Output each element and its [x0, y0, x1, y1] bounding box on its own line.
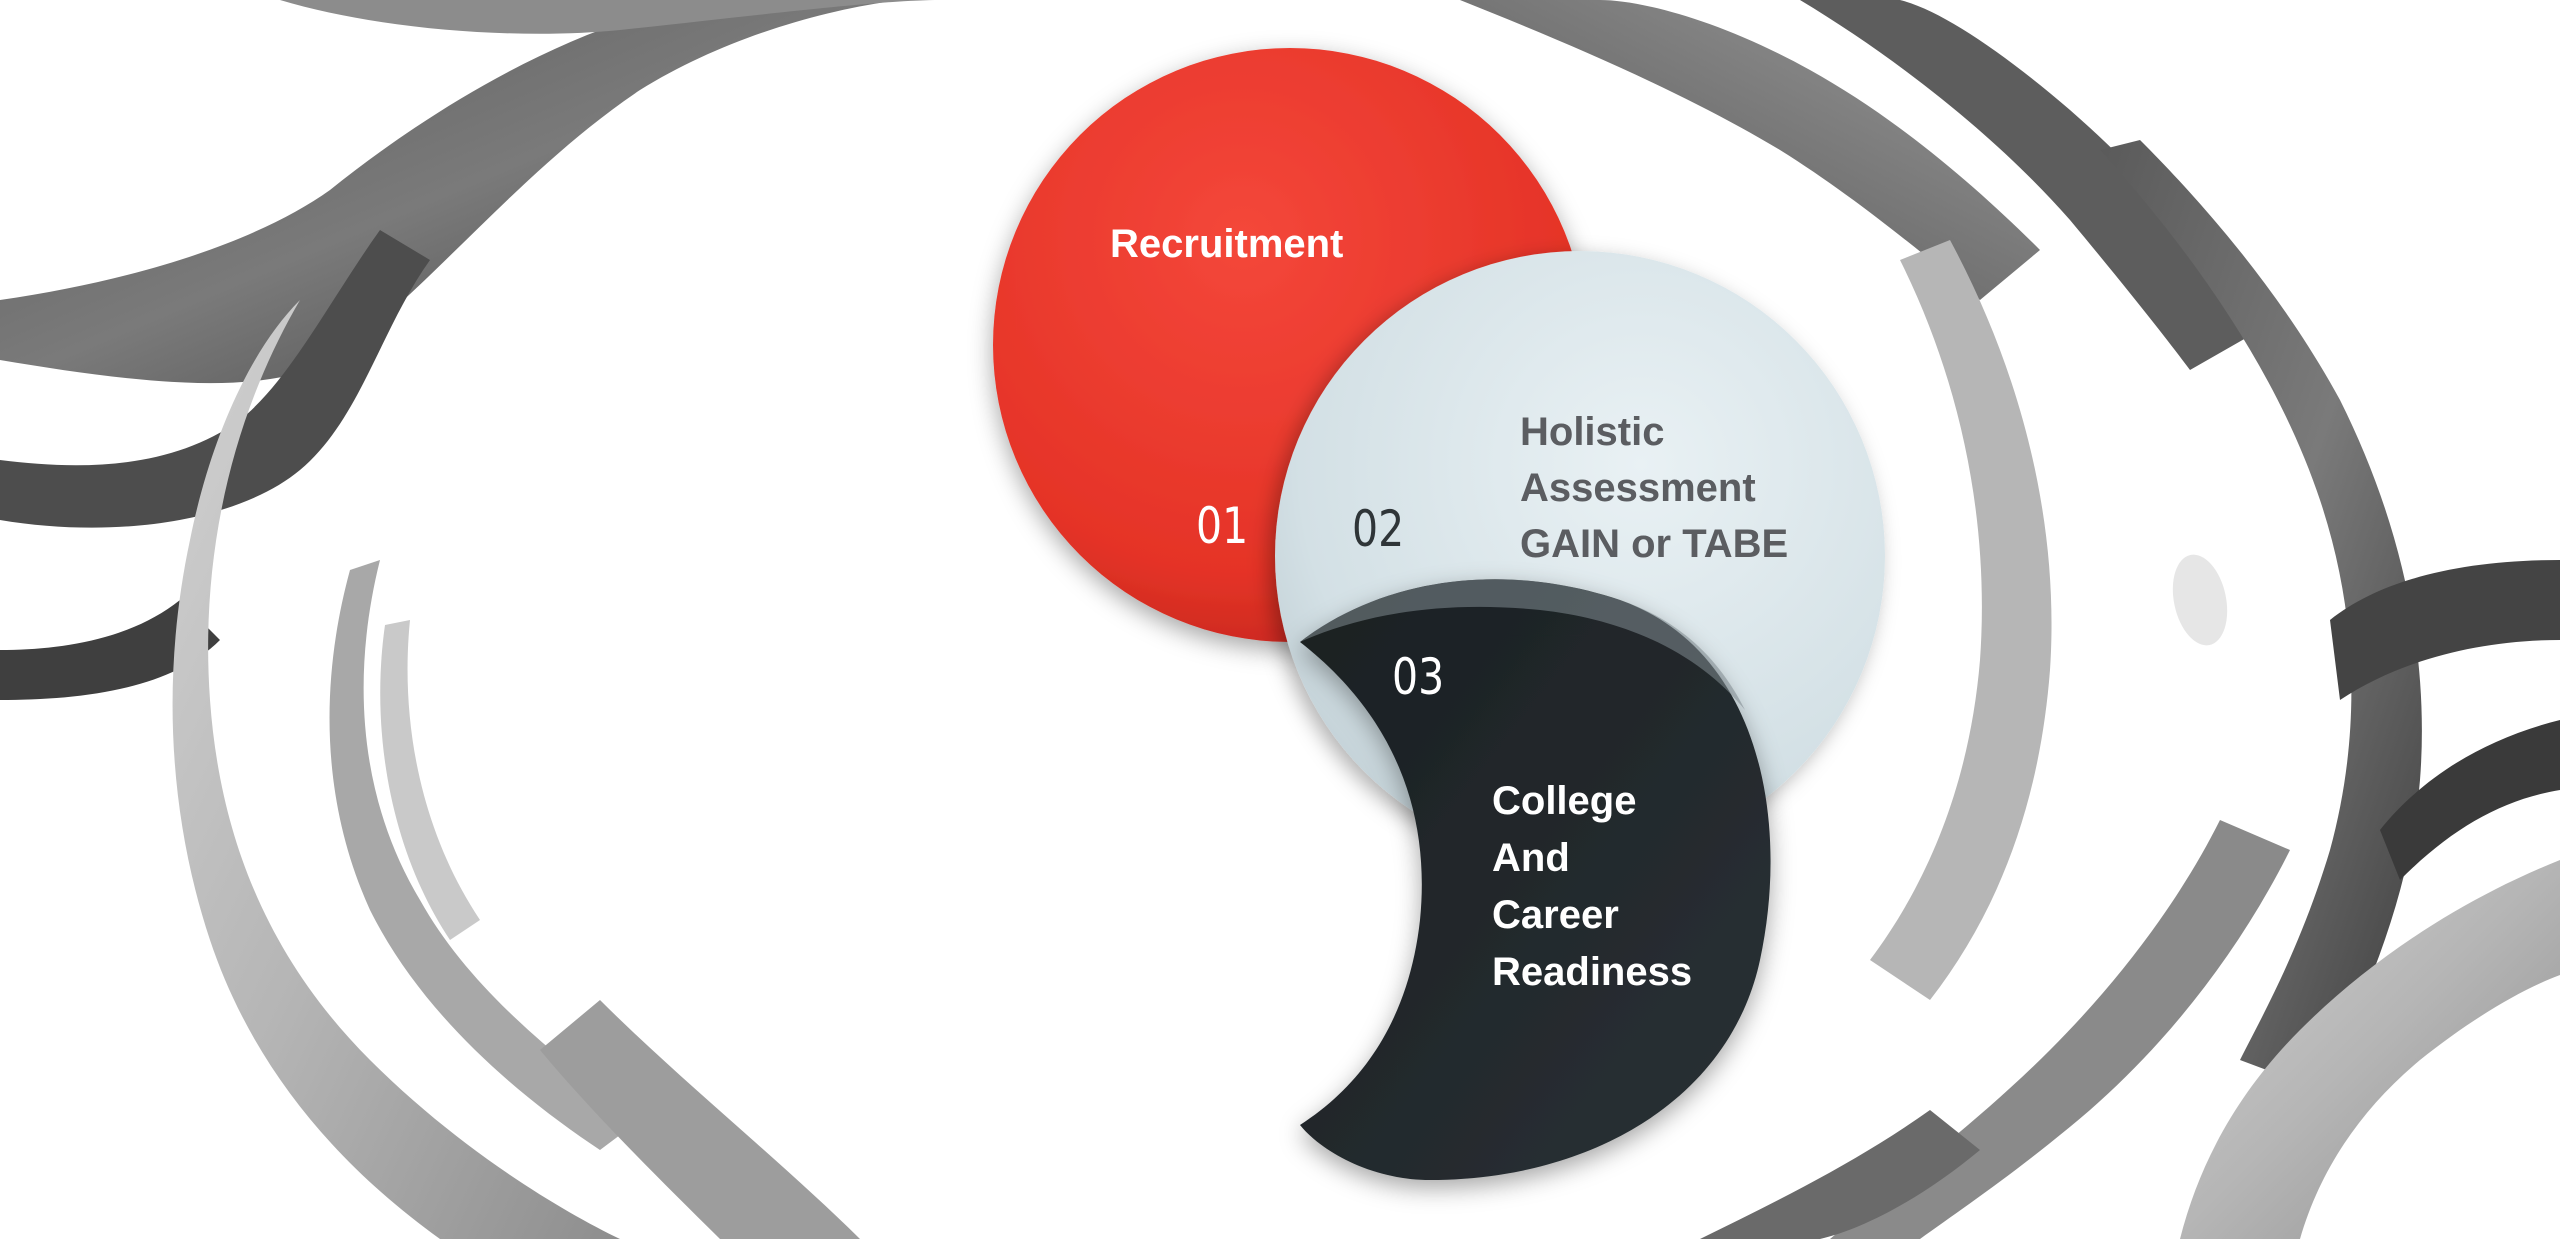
- top-hands: [280, 0, 2260, 370]
- step-02-title-line-1: Holistic: [1520, 410, 1665, 454]
- step-03-number: 03: [1392, 648, 1445, 706]
- step-03-title-line-4: Readiness: [1492, 950, 1693, 994]
- step-01-title: Recruitment: [1110, 222, 1344, 266]
- left-light-hand: [172, 300, 640, 1239]
- step-01-number: 01: [1196, 497, 1249, 555]
- bottom-hands: [540, 1000, 1980, 1239]
- step-02-title-line-2: Assessment: [1520, 466, 1756, 510]
- right-dark-hand: [2100, 140, 2560, 1090]
- step-02-number: 02: [1352, 500, 1405, 558]
- step-03-rim: [1300, 579, 1745, 710]
- step-02-title-line-3: GAIN or TABE: [1520, 522, 1789, 566]
- step-03-title-line-2: And: [1492, 836, 1570, 880]
- step-03-crescent: [1300, 579, 1771, 1180]
- step-03-title-line-3: Career: [1492, 893, 1619, 937]
- step-03-title-line-1: College: [1492, 779, 1637, 823]
- right-light-hand: [1830, 240, 2560, 1239]
